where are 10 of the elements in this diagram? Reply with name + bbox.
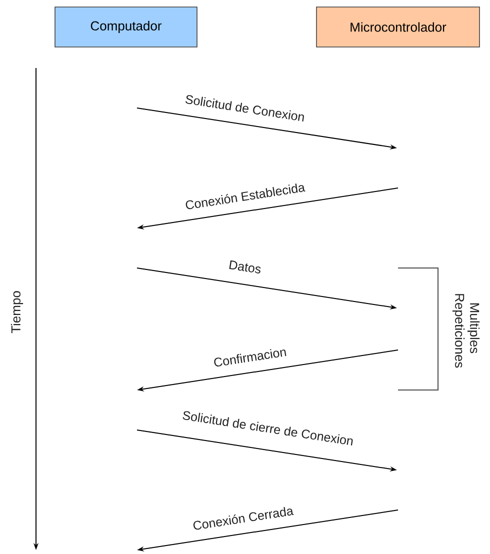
message-label: Solicitud de cierre de Conexion (182, 411, 353, 446)
axis-label: Tiempo (10, 291, 24, 334)
participant-box: Computador (54, 6, 198, 48)
message-label: Datos (229, 260, 261, 274)
bracket-label: Multiples Repeticiones (452, 294, 480, 368)
message-label: Conexión Cerrada (193, 507, 294, 530)
message-label: Confirmacion (214, 349, 286, 366)
message-label: Solicitud de Conexion (185, 95, 304, 122)
participant-box: Microcontrolador (316, 6, 480, 48)
message-label: Conexión Establecida (186, 184, 306, 210)
